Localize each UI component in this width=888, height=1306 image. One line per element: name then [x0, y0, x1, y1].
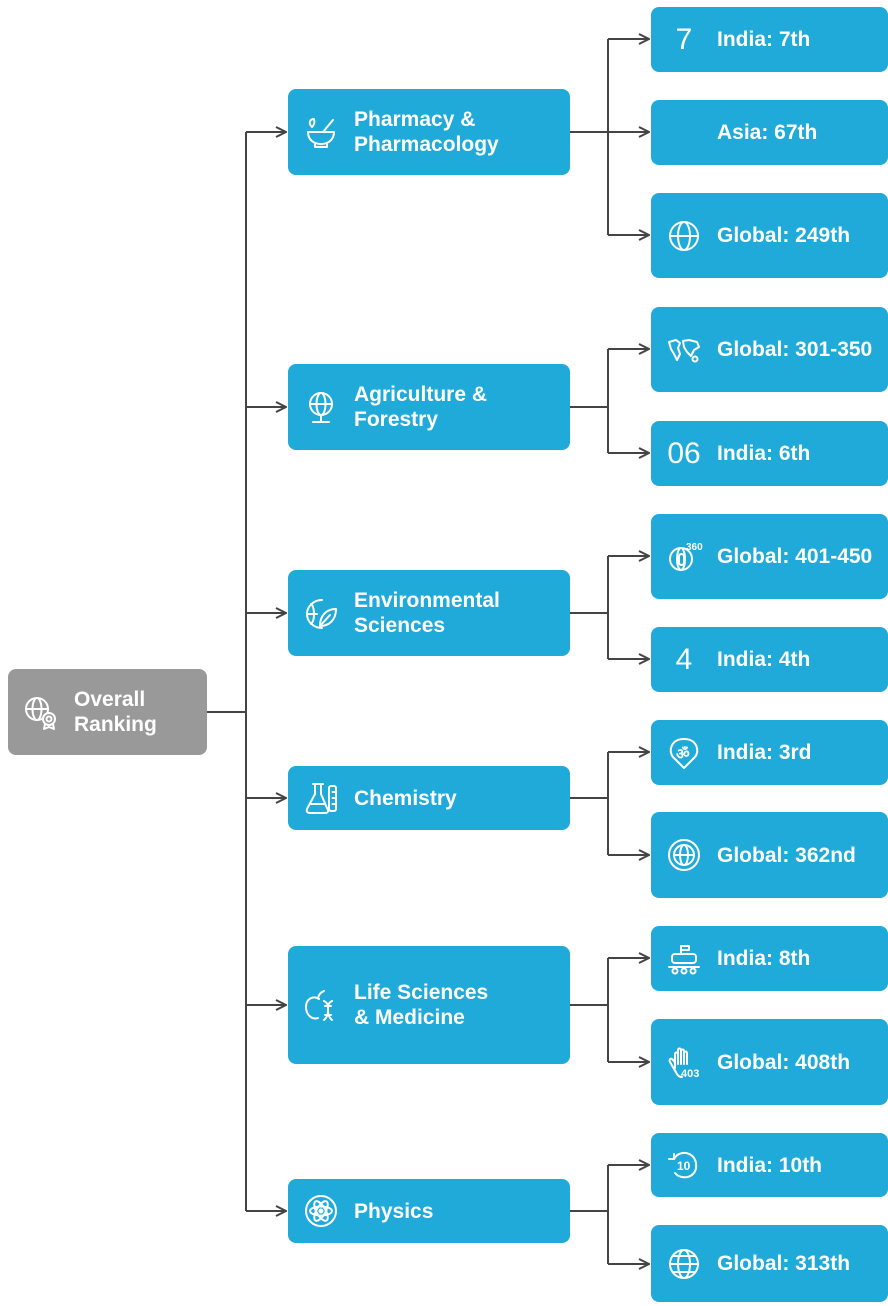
number-4-icon: 4 — [675, 642, 693, 676]
rank-chemistry-global: Global: 362nd — [651, 812, 888, 898]
globe-icon — [665, 1245, 703, 1283]
globe-360-icon: 360 — [665, 538, 703, 576]
rank-environmental-global: 360 Global: 401-450 — [651, 514, 888, 599]
rank-pharmacy-india: 7 India: 7th — [651, 7, 888, 72]
rank-agriculture-global: Global: 301-350 — [651, 307, 888, 392]
category-pharmacy-node: Pharmacy & Pharmacology — [288, 89, 570, 175]
category-agriculture-node: Agriculture & Forestry — [288, 364, 570, 450]
category-chemistry-node: Chemistry — [288, 766, 570, 830]
number-7-icon: 7 — [675, 22, 693, 56]
om-badge-icon: ॐ — [665, 734, 703, 772]
rank-label: Global: 362nd — [717, 843, 856, 867]
overall-ranking-node: Overall Ranking — [8, 669, 207, 755]
globe-icon — [665, 217, 703, 255]
rank-label: Global: 249th — [717, 224, 851, 247]
svg-text:403: 403 — [681, 1068, 699, 1080]
rank-label: India: 8th — [717, 947, 811, 970]
category-label: Physics — [354, 1199, 434, 1223]
rank-pharmacy-asia: Asia: 67th — [651, 100, 888, 165]
number-06-icon: 06 — [667, 436, 701, 470]
rank-life-sciences-global: 403 Global: 408th — [651, 1019, 888, 1105]
category-environmental-node: Environmental Sciences — [288, 570, 570, 656]
category-label: Chemistry — [354, 786, 457, 810]
svg-text:360: 360 — [686, 542, 703, 553]
rank-life-sciences-india: India: 8th — [651, 926, 888, 991]
rank-agriculture-india: 06 India: 6th — [651, 421, 888, 486]
category-label: Agriculture & Forestry — [354, 383, 488, 431]
rank-label: India: 7th — [717, 28, 811, 51]
apple-dna-icon — [302, 986, 340, 1024]
rank-label: Asia: 67th — [717, 121, 818, 144]
replay-10-icon: 10 — [665, 1146, 703, 1184]
rank-physics-india: 10 India: 10th — [651, 1133, 888, 1197]
world-map-icon — [665, 331, 703, 369]
rank-physics-global: Global: 313th — [651, 1225, 888, 1302]
rank-label: India: 4th — [717, 648, 811, 671]
category-label: Pharmacy & Pharmacology — [354, 108, 499, 156]
hand-403-icon: 403 — [665, 1043, 703, 1081]
globe-stand-icon — [302, 388, 340, 426]
category-label: Life Sciences & Medicine — [354, 981, 489, 1029]
rank-label: Global: 401-450 — [717, 545, 873, 568]
rank-label: Global: 313th — [717, 1252, 851, 1275]
category-label: Environmental Sciences — [354, 589, 500, 637]
globe-circle-icon — [665, 836, 703, 874]
rank-label: India: 6th — [717, 442, 811, 465]
eco-globe-leaf-icon — [302, 594, 340, 632]
flask-icon — [302, 779, 340, 817]
rank-label: India: 10th — [717, 1153, 823, 1177]
atom-icon — [302, 1192, 340, 1230]
globe-award-icon — [22, 693, 60, 731]
rank-label: Global: 301-350 — [717, 338, 873, 361]
overall-ranking-label: Overall Ranking — [74, 688, 157, 736]
category-life-sciences-node: Life Sciences & Medicine — [288, 946, 570, 1064]
machine-icon — [665, 940, 703, 978]
mortar-pestle-icon — [302, 113, 340, 151]
category-physics-node: Physics — [288, 1179, 570, 1243]
rank-environmental-india: 4 India: 4th — [651, 627, 888, 692]
svg-text:ॐ: ॐ — [676, 746, 690, 763]
rank-icon-placeholder — [665, 114, 703, 152]
rank-chemistry-india: ॐ India: 3rd — [651, 720, 888, 785]
svg-text:10: 10 — [677, 1159, 691, 1173]
rank-label: India: 3rd — [717, 741, 812, 764]
rank-label: Global: 408th — [717, 1050, 851, 1074]
rank-pharmacy-global: Global: 249th — [651, 193, 888, 278]
